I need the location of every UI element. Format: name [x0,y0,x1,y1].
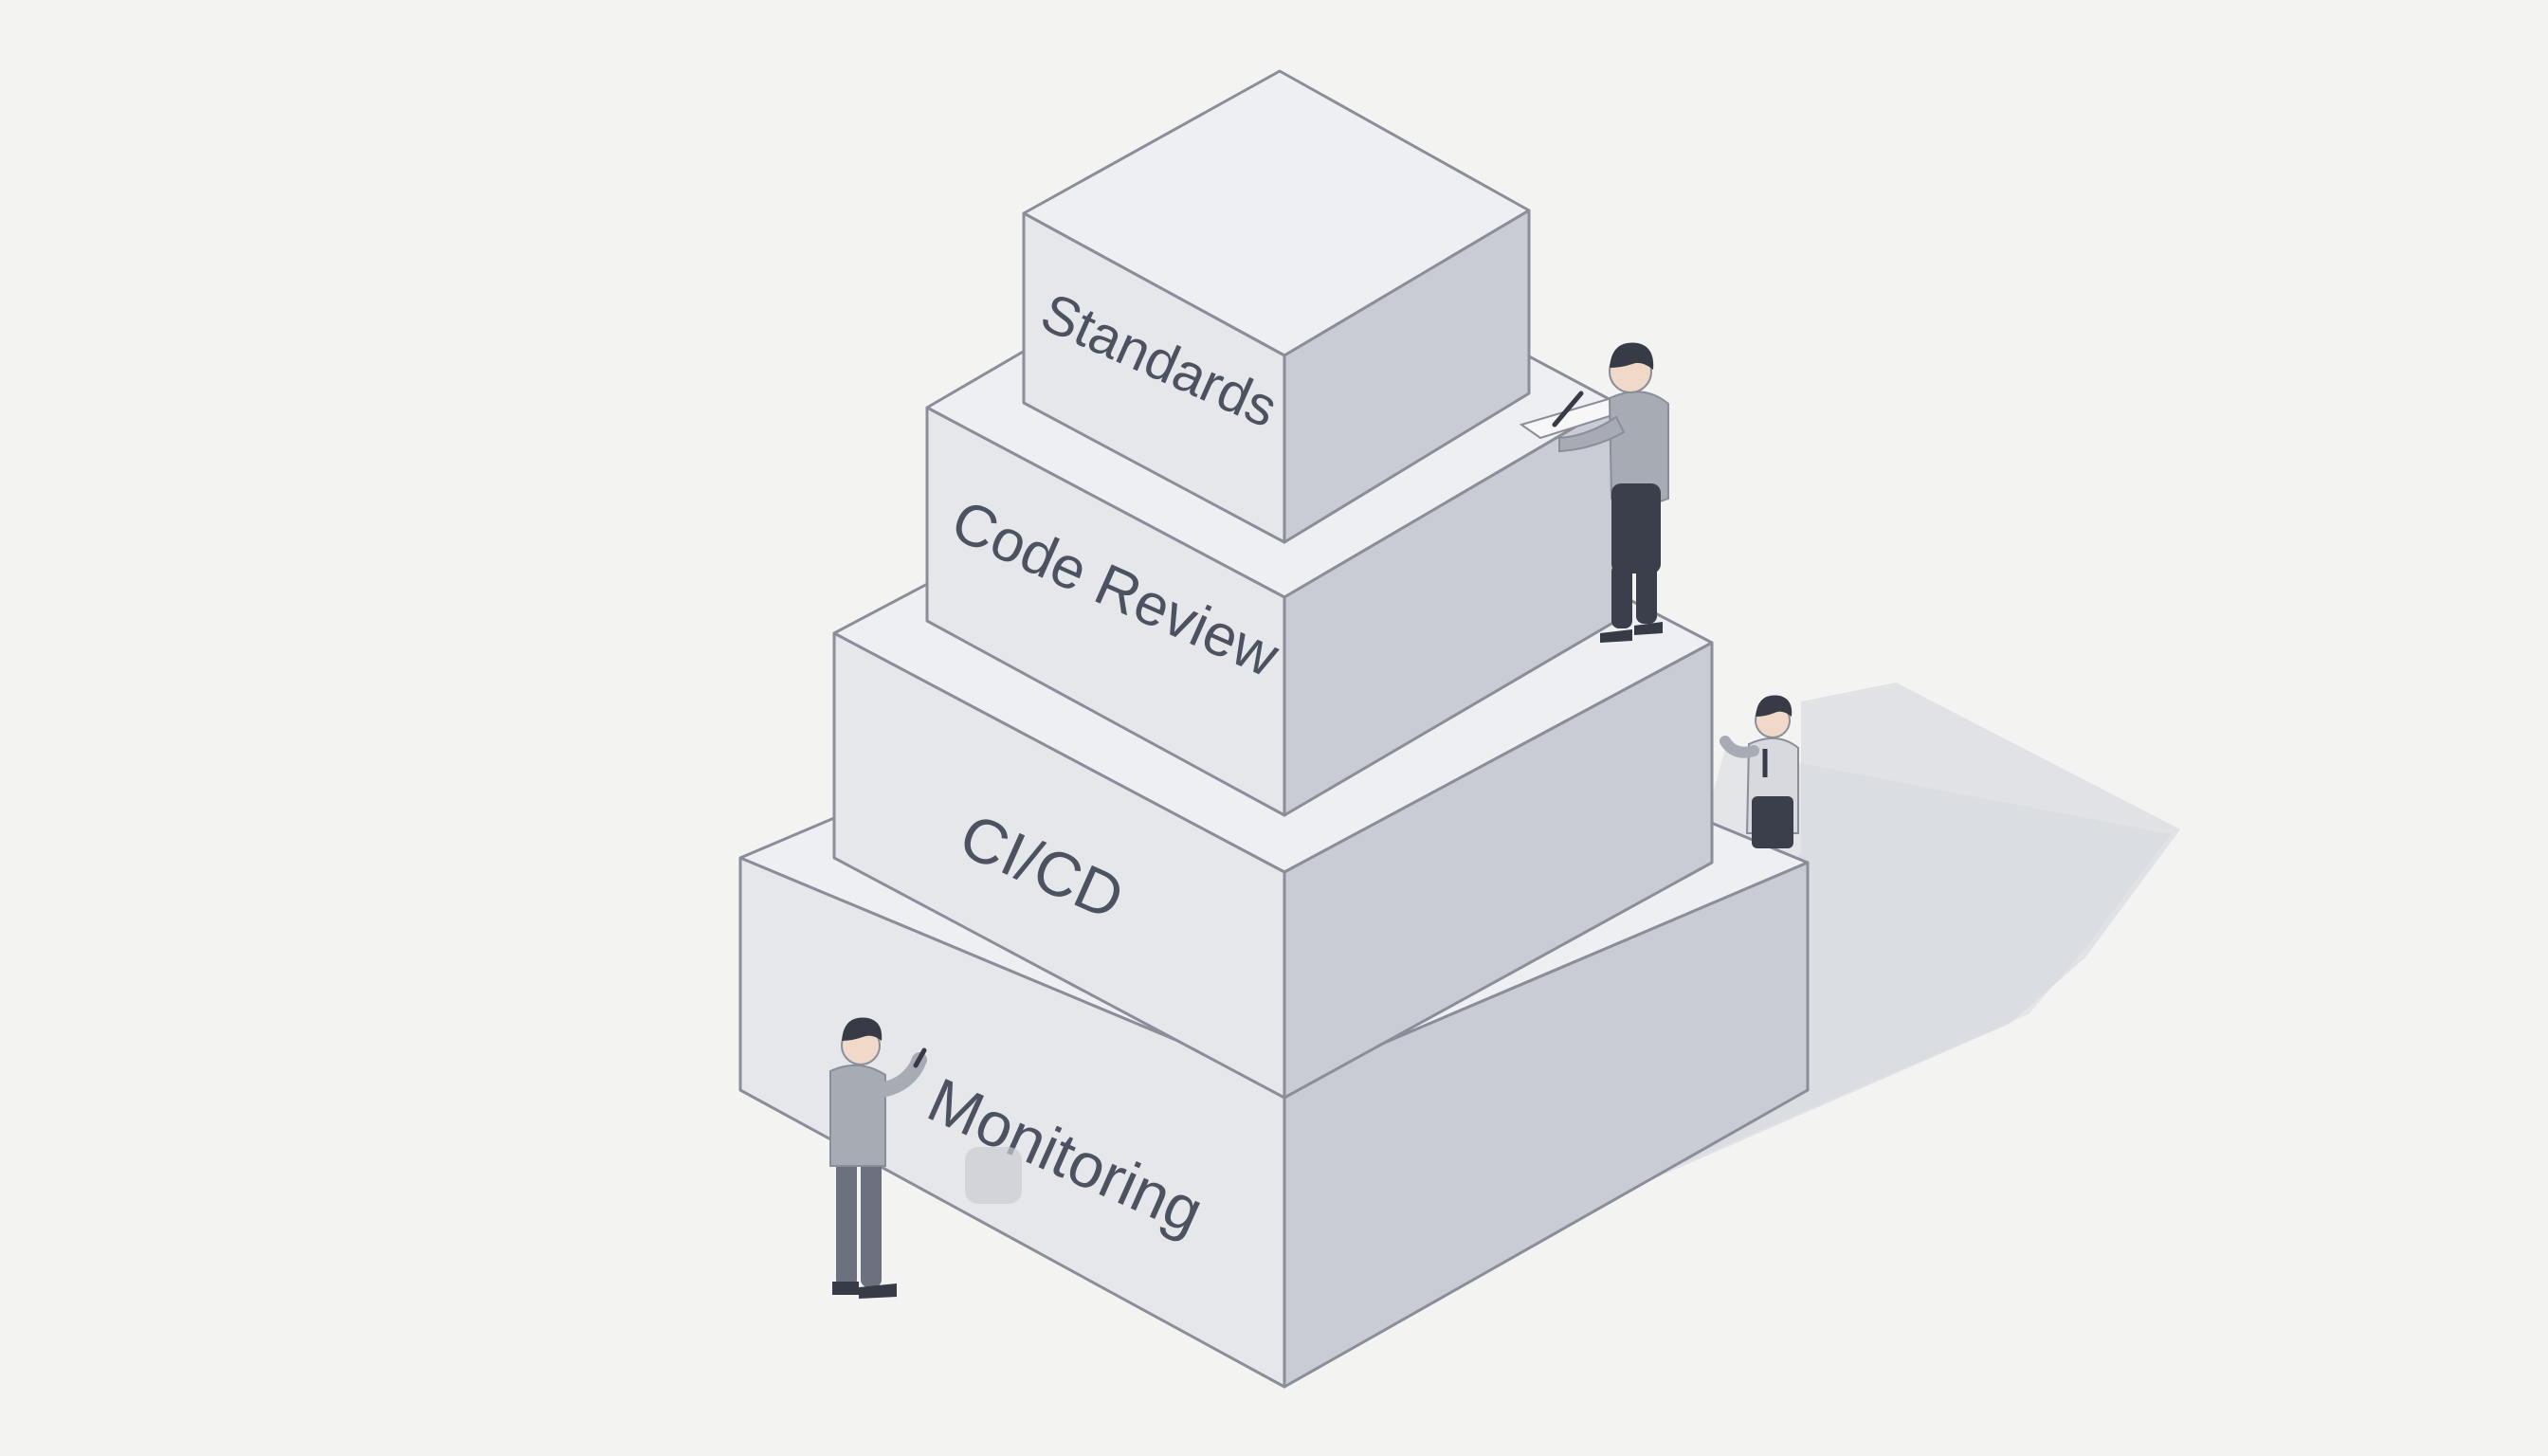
person-writing-figure [1519,342,1669,643]
layer-block-standards: Standards [1022,69,1531,544]
ci-cd-right-face [1283,641,1714,1100]
standards-right-face [1283,209,1531,544]
person-pointing-figure [829,1017,1022,1299]
pen-icon [1552,391,1584,428]
person-observing-figure [1720,695,1799,848]
monitoring-right-face [1283,861,1810,1389]
